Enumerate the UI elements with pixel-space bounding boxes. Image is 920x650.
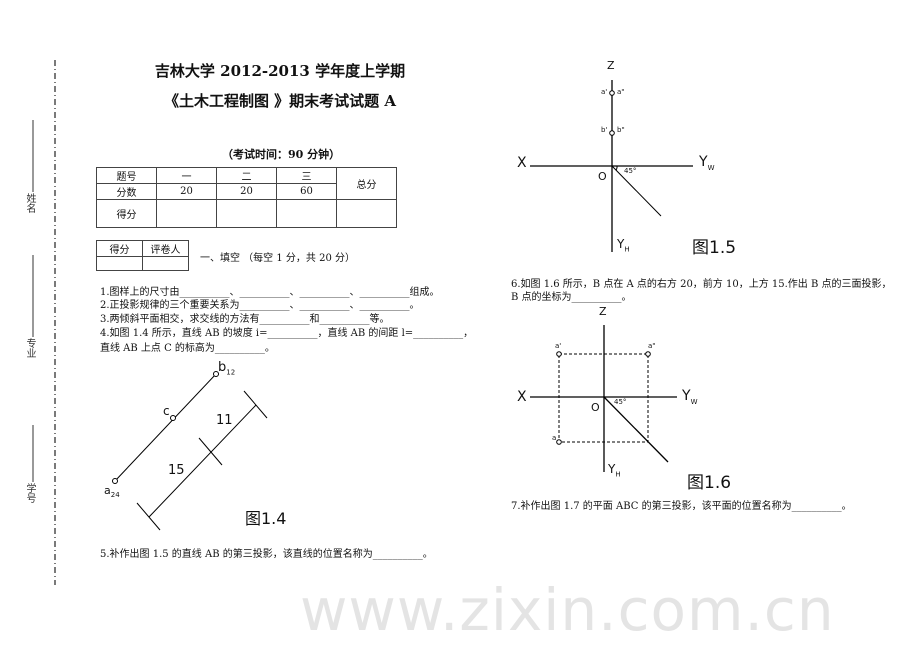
name-label: 姓名 xyxy=(24,193,35,213)
score-cell xyxy=(96,256,143,271)
point-a-top-label: a xyxy=(552,434,557,442)
x-label: X xyxy=(517,155,527,171)
point-b-proj xyxy=(609,130,615,136)
dimension-15: 15 xyxy=(168,463,185,478)
row-label: 得分 xyxy=(96,199,157,228)
point-b-front-label: b' xyxy=(601,126,608,134)
label-c: c xyxy=(163,404,170,418)
point-a-front-label: a' xyxy=(555,342,562,350)
point-a-side xyxy=(645,351,651,357)
section-heading: 一、填空 （每空 1 分，共 20 分） xyxy=(200,253,355,264)
point-c xyxy=(170,415,176,421)
row-label: 分数 xyxy=(96,183,157,200)
dimension-11: 11 xyxy=(216,413,233,428)
line-ab xyxy=(114,373,217,482)
point-a-front xyxy=(556,351,562,357)
yh-label: YH xyxy=(608,462,621,479)
point-b-side-label: b" xyxy=(617,126,625,134)
figure-1-5 xyxy=(530,80,693,252)
column-3: 三 xyxy=(276,167,337,184)
figure-1-6-caption: 图1.6 xyxy=(687,473,732,493)
score-cell xyxy=(216,199,277,228)
figure-1-4-caption: 图1.4 xyxy=(245,509,287,528)
x-label: X xyxy=(517,389,527,405)
points-3: 60 xyxy=(276,183,337,200)
grader-cell xyxy=(142,256,189,271)
z-label: Z xyxy=(607,59,615,72)
watermark: www.zixin.com.cn xyxy=(300,576,835,644)
total-label: 总分 xyxy=(336,167,397,200)
dim-tick-3 xyxy=(243,390,268,419)
point-a-top xyxy=(556,439,562,445)
student-id-label: 学号 xyxy=(24,483,35,503)
dim-tick-1 xyxy=(136,502,161,531)
projection-rect xyxy=(558,353,649,443)
point-b xyxy=(213,371,219,377)
major-label: 专业 xyxy=(24,338,35,358)
angle-label: 45° xyxy=(614,398,627,406)
score-table: 题号 一 二 三 总分 分数 20 20 60 得分 xyxy=(96,167,397,228)
score-cell xyxy=(276,199,337,228)
question-4: 4.如图 1.4 所示，直线 AB 的坡度 i=__________，直线 AB… xyxy=(100,328,474,339)
exam-title-line2: 《土木工程制图 》期末考试试题 A xyxy=(163,92,397,110)
points-2: 20 xyxy=(216,183,277,200)
figure-1-5-caption: 图1.5 xyxy=(692,238,737,258)
figure-1-6 xyxy=(530,325,677,472)
figure-1-4 xyxy=(112,371,268,531)
row-label: 题号 xyxy=(96,167,157,184)
grader-table: 得分 评卷人 xyxy=(96,240,189,271)
points-1: 20 xyxy=(156,183,217,200)
point-a-proj xyxy=(609,90,615,96)
diagonal-45 xyxy=(611,165,662,217)
point-a-side-label: a" xyxy=(617,88,625,96)
origin-label: O xyxy=(598,170,607,183)
question-5: 5.补作出图 1.5 的直线 AB 的第三投影，该直线的位置名称为_______… xyxy=(100,549,433,560)
question-1: 1.图样上的尺寸由__________、__________、_________… xyxy=(100,287,440,298)
question-6: 6.如图 1.6 所示，B 点在 A 点的右方 20，前方 10，上方 15.作… xyxy=(511,279,892,290)
question-2: 2.正投影规律的三个重要关系为__________、__________、___… xyxy=(100,300,420,311)
angle-label: 45° xyxy=(624,167,637,175)
z-label: Z xyxy=(599,305,607,318)
point-a-front-label: a' xyxy=(601,88,608,96)
exam-time: （考试时间：90 分钟） xyxy=(222,148,341,161)
question-4-cont: 直线 AB 上点 C 的标高为__________。 xyxy=(100,343,275,354)
column-1: 一 xyxy=(156,167,217,184)
question-6-cont: B 点的坐标为__________。 xyxy=(511,292,632,303)
score-cell xyxy=(156,199,217,228)
question-7: 7.补作出图 1.7 的平面 ABC 的第三投影，该平面的位置名称为______… xyxy=(511,501,852,512)
dim-tick-2 xyxy=(198,437,223,466)
dimension-line xyxy=(148,404,257,518)
origin-label: O xyxy=(591,401,600,414)
yh-label: YH xyxy=(617,237,630,254)
grader-header: 评卷人 xyxy=(142,240,189,257)
point-a-side-label: a" xyxy=(648,342,656,350)
yw-label: YW xyxy=(699,154,715,172)
label-b: b12 xyxy=(218,360,236,377)
yw-label: YW xyxy=(682,388,698,406)
score-header: 得分 xyxy=(96,240,143,257)
exam-title-line1: 吉林大学 2012-2013 学年度上学期 xyxy=(154,62,406,80)
total-cell xyxy=(336,199,397,228)
angle-arc xyxy=(615,165,618,171)
label-a: a24 xyxy=(104,484,120,500)
diagonal-45 xyxy=(603,396,669,463)
question-3: 3.两倾斜平面相交，求交线的方法有__________和__________等。 xyxy=(100,314,390,325)
column-2: 二 xyxy=(216,167,277,184)
point-a xyxy=(112,478,118,484)
